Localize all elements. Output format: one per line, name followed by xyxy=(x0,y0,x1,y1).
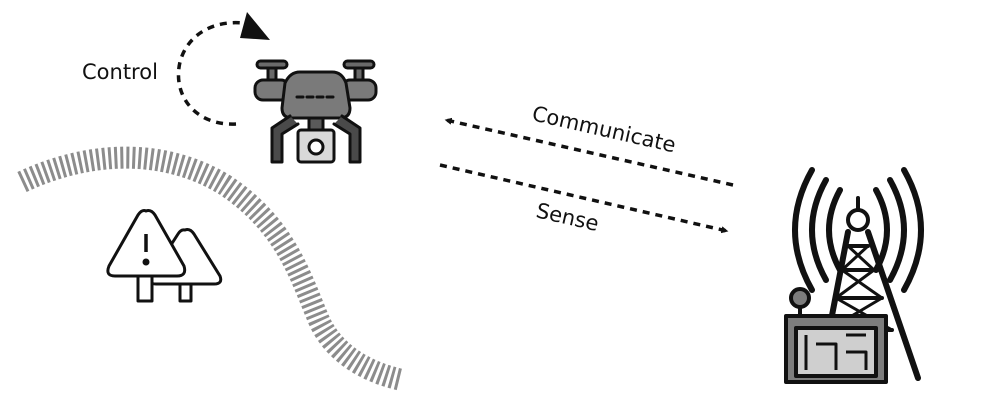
control-label: Control xyxy=(82,60,158,84)
sense-arrow xyxy=(439,163,729,234)
drone-icon xyxy=(253,59,378,164)
building-icon xyxy=(784,287,888,384)
control-loop-arrow xyxy=(176,12,270,126)
trees-warning-icon xyxy=(106,209,223,303)
road-path xyxy=(17,146,405,391)
cell-tower-icon xyxy=(792,167,924,381)
communicate-arrow xyxy=(444,117,734,187)
sense-label: Sense xyxy=(534,198,601,235)
communicate-label: Communicate xyxy=(530,101,678,157)
